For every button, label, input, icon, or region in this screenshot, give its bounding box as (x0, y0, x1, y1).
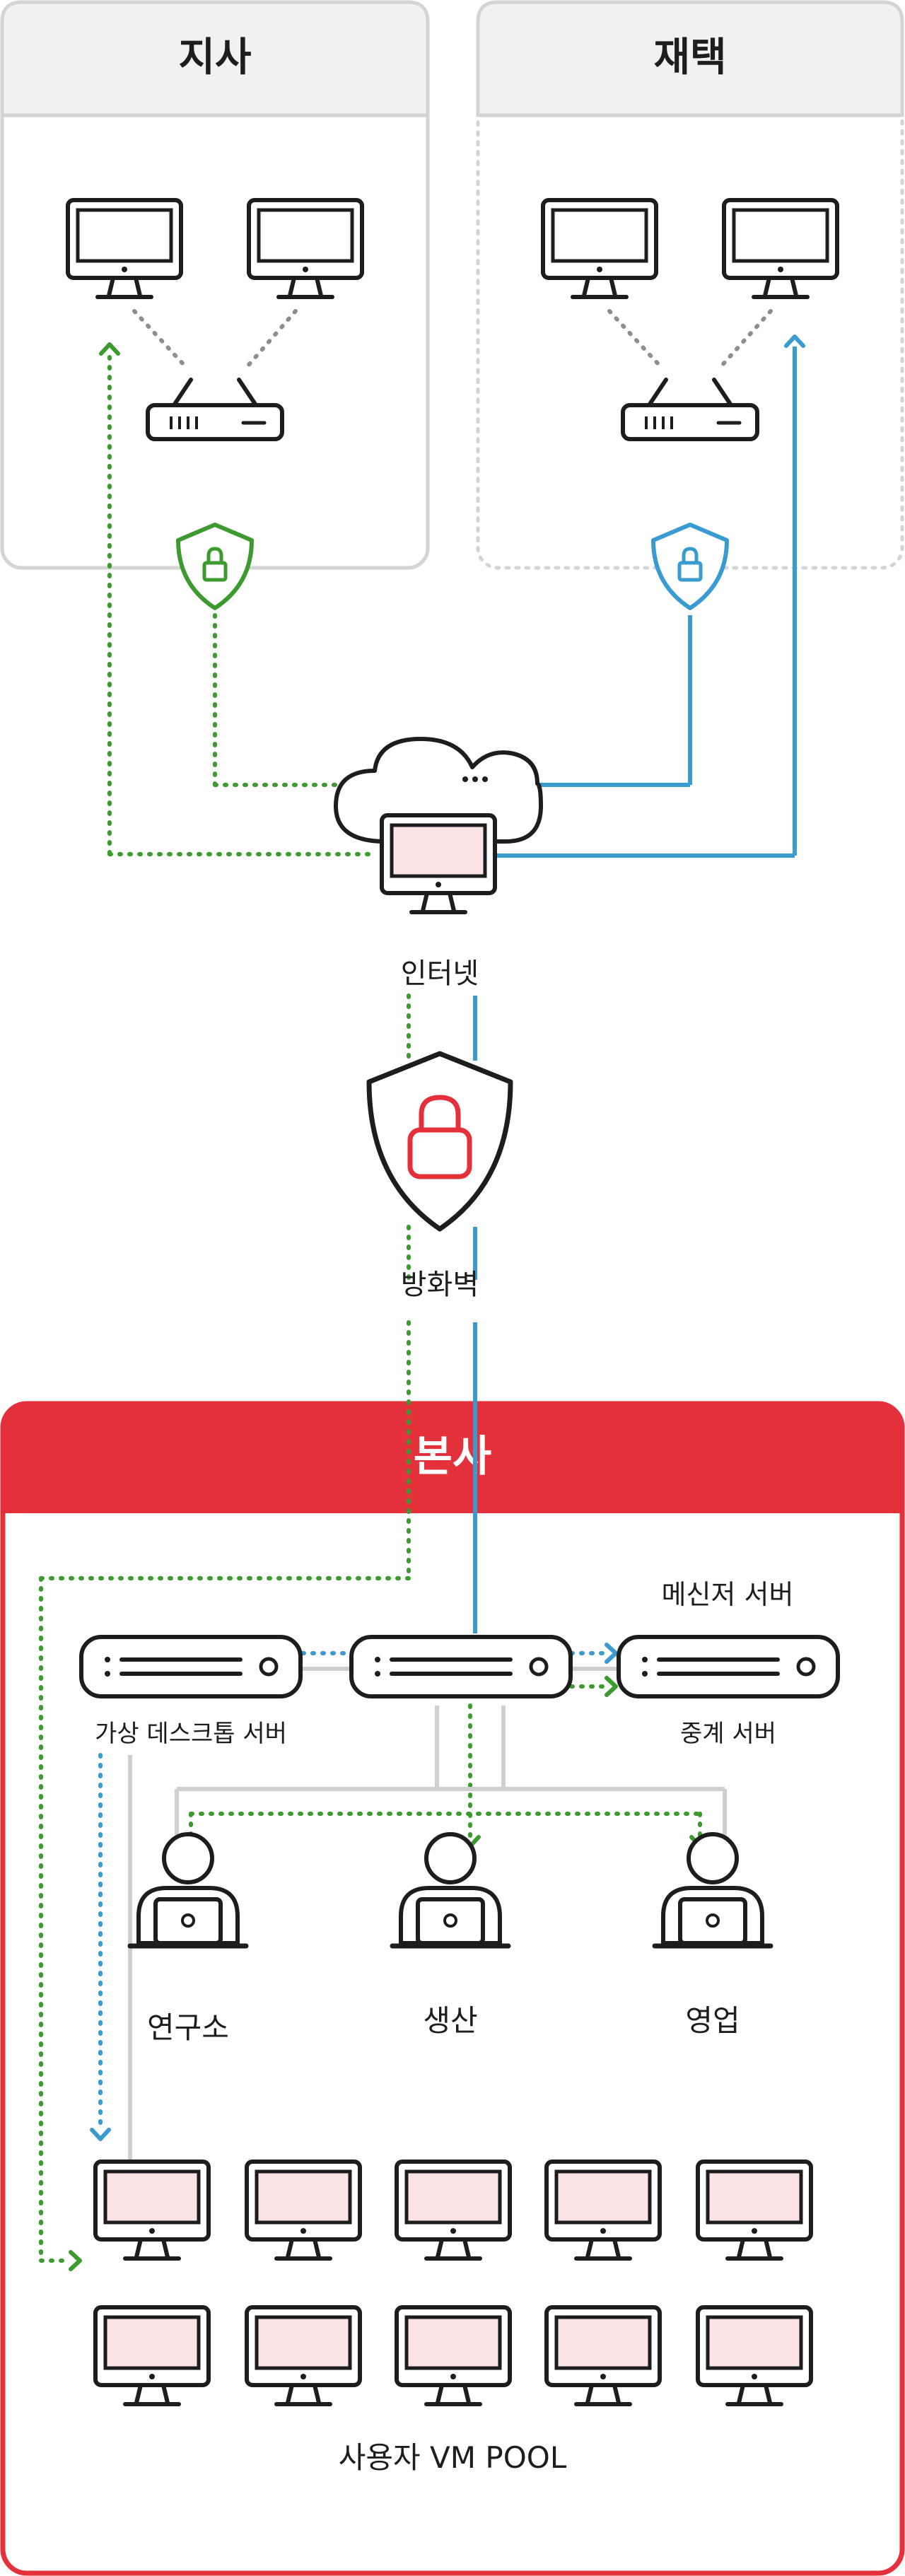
relay-server-icon (619, 1637, 838, 1696)
home-shield-lock-icon (651, 523, 729, 610)
internet-label: 인터넷 (401, 957, 479, 990)
home-office-group: 재택 (476, 0, 904, 570)
production-label: 생산 (423, 2003, 477, 2038)
hq-links (128, 1667, 727, 2167)
headquarters-title: 본사 (414, 1432, 491, 1481)
home-path-blue (473, 346, 797, 1633)
firewall-label: 방화벽 (401, 1269, 479, 1301)
blue-dotted-links (98, 1651, 607, 2131)
blue-arrowheads (90, 334, 805, 2141)
router-links (132, 309, 773, 368)
sales-label: 영업 (685, 2003, 740, 2038)
research-label: 연구소 (147, 2010, 229, 2045)
firewall-shield-icon (366, 1051, 513, 1232)
central-server-icon (351, 1637, 571, 1696)
vm-pool-label: 사용자 VM POOL (339, 2440, 567, 2475)
home-office-title: 재택 (653, 35, 726, 81)
messenger-server-label: 메신저 서버 (662, 1579, 794, 1610)
branch-shield-lock-icon (176, 523, 254, 610)
internet-monitor-icon (382, 815, 495, 912)
vdi-server-label: 가상 데스크톱 서버 (95, 1720, 287, 1748)
vdi-server-icon (81, 1637, 300, 1696)
relay-server-label: 중계 서버 (680, 1720, 776, 1748)
branch-office-title: 지사 (178, 35, 251, 81)
branch-office-group: 지사 (0, 0, 430, 570)
